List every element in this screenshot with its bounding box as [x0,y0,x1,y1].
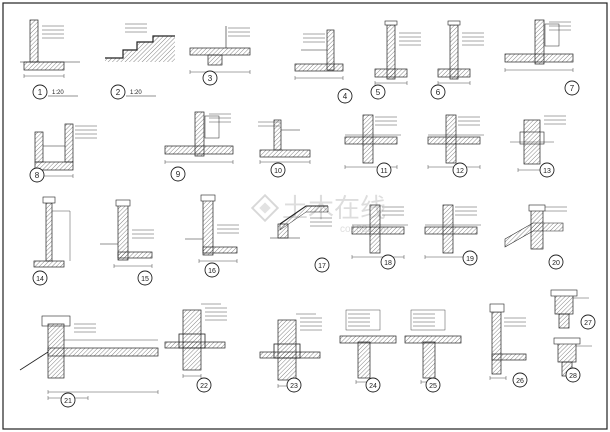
detail-marker: 21 [60,392,76,408]
detail-13: 13 [510,115,566,178]
detail-27: 27 [550,289,596,330]
detail-marker: 16 [204,262,220,278]
detail-6: 6 [430,20,484,100]
detail-marker: 10 [270,162,286,178]
detail-21: 21 [19,315,159,408]
detail-marker: 25 [425,377,441,393]
detail-number: 9 [176,170,181,179]
detail-marker: 3 [202,70,218,86]
detail-marker: 11 [376,162,392,178]
detail-12: 12 [427,114,484,178]
detail-number: 22 [200,383,208,390]
detail-number: 17 [318,263,326,270]
detail-marker: 7 [564,80,580,96]
detail-marker: 22 [196,377,212,393]
detail-2: 2 1:20 [105,23,175,100]
watermark-logo-icon [250,193,280,223]
detail-number: 7 [570,84,575,93]
detail-number: 26 [516,378,524,385]
detail-number: 27 [584,320,592,327]
detail-marker: 2 1:20 [110,84,156,100]
detail-marker: 6 [430,84,446,100]
detail-marker: 14 [32,270,48,286]
detail-3: 3 [189,26,251,86]
detail-17: 17 [270,205,332,273]
detail-number: 25 [429,383,437,390]
detail-15: 15 [100,199,154,286]
detail-22: 22 [164,303,227,393]
detail-marker: 26 [512,372,528,388]
detail-4: 4 [294,29,353,104]
detail-scale: 1:20 [130,90,142,96]
detail-24: 24 [339,309,397,393]
detail-marker: 1 1:20 [32,84,78,100]
detail-number: 11 [380,168,387,175]
detail-number: 18 [384,260,392,267]
detail-25: 25 [404,309,462,393]
detail-scale: 1:20 [52,90,64,96]
detail-number: 13 [543,168,551,175]
detail-number: 10 [274,168,282,175]
detail-marker: 27 [580,314,596,330]
detail-14: 14 [32,196,71,286]
detail-number: 16 [208,268,216,275]
detail-marker: 4 [337,88,353,104]
detail-18: 18 [351,204,408,270]
detail-11: 11 [344,114,401,178]
detail-number: 19 [466,256,474,263]
detail-8: 8 [29,123,97,183]
detail-marker: 19 [462,250,478,266]
watermark-text: 土木在线 [282,194,386,224]
detail-5: 5 [370,20,421,100]
detail-marker: 15 [137,270,153,286]
detail-number: 2 [116,88,121,97]
detail-marker: 28 [565,367,581,383]
detail-marker: 13 [539,162,555,178]
detail-number: 23 [290,383,298,390]
detail-number: 28 [569,373,577,380]
detail-number: 20 [552,260,560,267]
details-layer: 1 1:20 2 1:20 3 4 5 6 7 8 9 10 11 12 13 14 15 16 17 18 19 20 2… [19,19,596,408]
detail-number: 21 [64,398,72,405]
detail-10: 10 [258,119,311,178]
detail-marker: 17 [314,257,330,273]
detail-19: 19 [424,204,481,266]
detail-number: 14 [36,276,44,283]
detail-number: 6 [436,88,441,97]
detail-marker: 8 [29,167,45,183]
detail-marker: 23 [286,377,302,393]
detail-marker: 5 [370,84,386,100]
detail-number: 24 [369,383,377,390]
detail-1: 1 1:20 [20,19,80,100]
detail-number: 15 [141,276,149,283]
detail-number: 1 [38,88,43,97]
detail-number: 3 [208,74,213,83]
detail-marker: 24 [365,377,381,393]
detail-marker: 20 [548,254,564,270]
detail-26: 26 [489,303,528,388]
detail-marker: 18 [380,254,396,270]
detail-7: 7 [504,19,580,96]
detail-marker: 9 [170,166,186,182]
detail-9: 9 [164,111,234,182]
detail-number: 8 [35,171,40,180]
detail-16: 16 [185,194,239,278]
detail-number: 5 [376,88,381,97]
detail-number: 12 [456,168,464,175]
detail-28: 28 [553,337,592,383]
detail-marker: 12 [452,162,468,178]
detail-number: 4 [343,92,348,101]
detail-20: 20 [504,204,567,270]
detail-23: 23 [259,313,322,393]
